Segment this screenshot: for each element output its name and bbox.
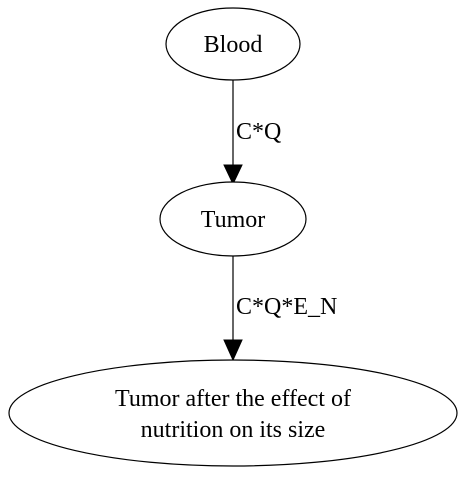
node-tumor-after: Tumor after the effect of nutrition on i… bbox=[8, 359, 458, 467]
edge-blood-to-tumor: C*Q bbox=[223, 80, 281, 186]
edge-tumor-to-after: C*Q*E_N bbox=[223, 256, 337, 362]
node-blood: Blood bbox=[165, 7, 301, 81]
node-tumor-after-label-line1: Tumor after the effect of bbox=[115, 386, 351, 412]
edge-blood-to-tumor-label: C*Q bbox=[236, 119, 281, 145]
node-blood-label: Blood bbox=[204, 32, 263, 58]
edge-tumor-to-after-arrow bbox=[223, 339, 243, 362]
node-tumor-label: Tumor bbox=[201, 207, 265, 233]
node-tumor-after-shape bbox=[8, 359, 458, 467]
edge-blood-to-tumor-arrow bbox=[223, 164, 243, 186]
node-tumor-after-label-line2: nutrition on its size bbox=[141, 417, 326, 443]
node-tumor: Tumor bbox=[159, 181, 307, 257]
edge-tumor-to-after-label: C*Q*E_N bbox=[236, 294, 337, 320]
